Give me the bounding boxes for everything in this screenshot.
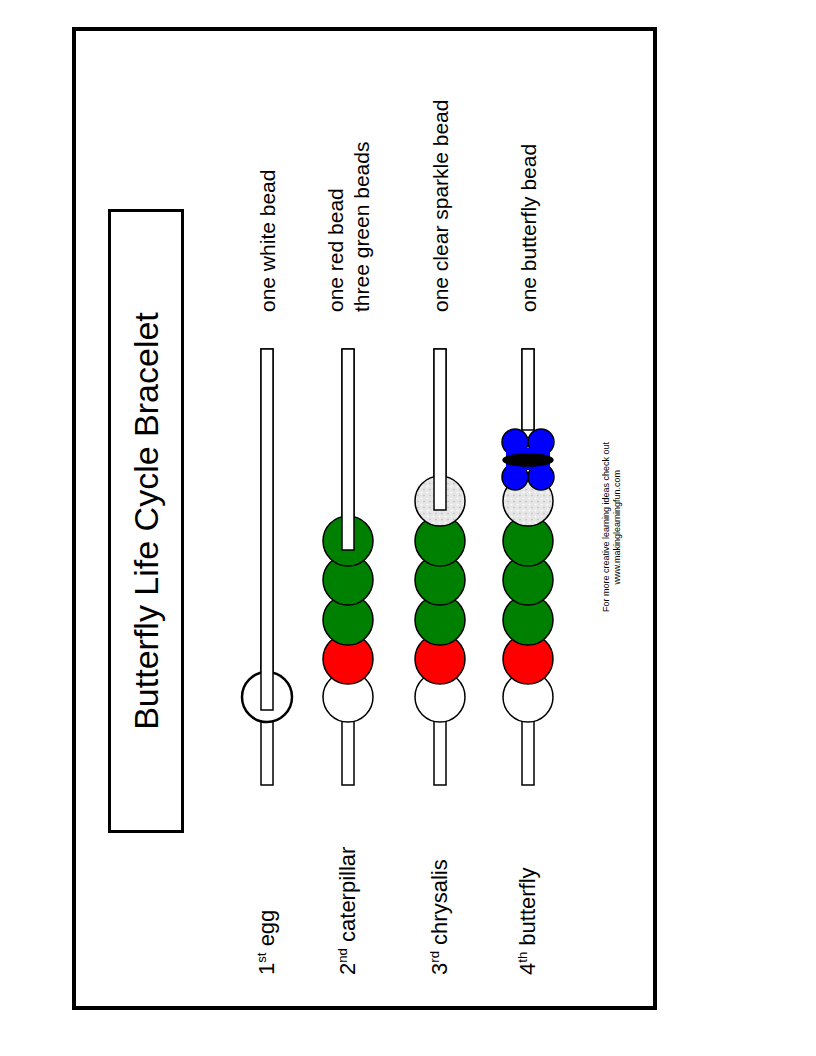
bead-note: one white bead (256, 170, 279, 312)
bead-note: one butterfly bead (517, 144, 540, 312)
rotated-page: Butterfly Life Cycle Bracelet 1st egg 2nd… (72, 27, 657, 1010)
footer-note: For more creative learning ideas check o… (602, 442, 612, 612)
stage-label: 2nd caterpillar (336, 847, 361, 975)
bead-note: three green beads (350, 142, 373, 312)
footer-note: www.makinglearningfun.com (613, 470, 623, 585)
bead-note: one red bead (324, 188, 347, 312)
stage-label: 4th butterfly (516, 867, 541, 975)
bead-note: one clear sparkle bead (429, 100, 452, 312)
stage-label: 3rd chrysalis (428, 859, 453, 975)
stage-label: 1st egg (255, 910, 280, 975)
title-box: Butterfly Life Cycle Bracelet (108, 209, 184, 833)
title-text: Butterfly Life Cycle Bracelet (127, 312, 166, 730)
